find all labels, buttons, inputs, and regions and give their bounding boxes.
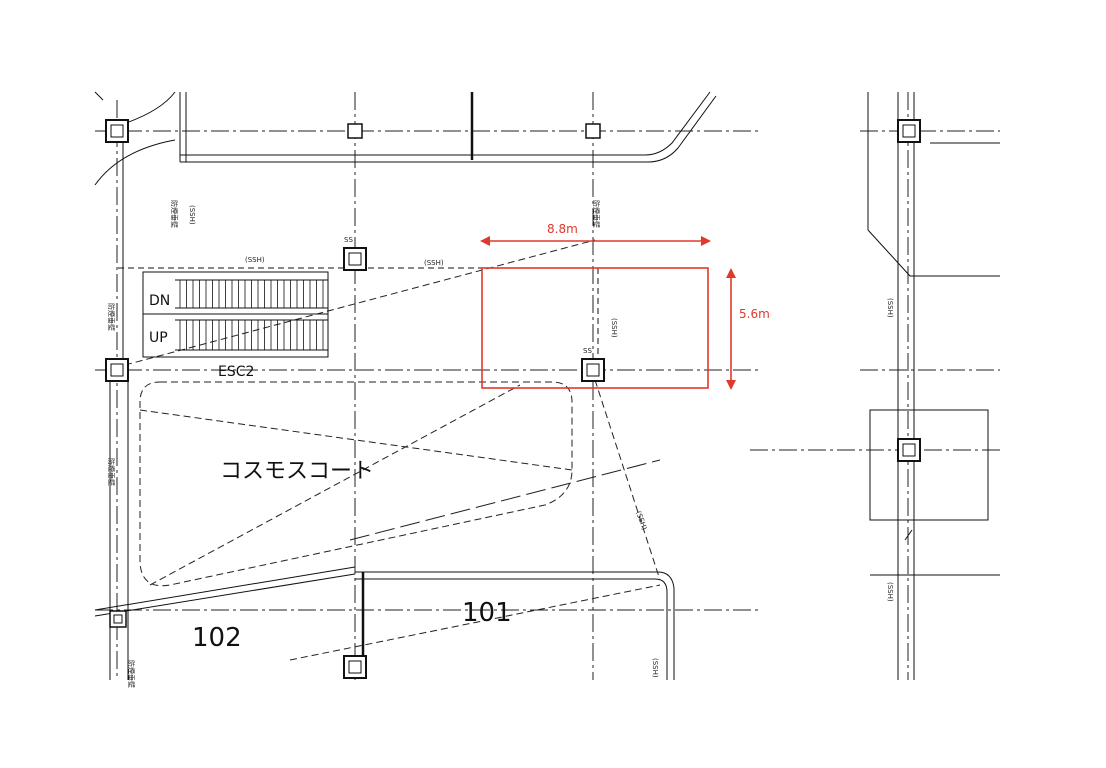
- column-tag-2: SS: [583, 347, 592, 355]
- annotations: SS SS (SSH) (SSH) (SSH) (SSH) (SSH) (SSH…: [107, 200, 894, 688]
- smoke-curtain-label-4: 防煙垂壁: [107, 458, 116, 486]
- smoke-curtain-label-3: 防煙垂壁: [107, 303, 116, 331]
- column-a3: [585, 123, 601, 139]
- escalator-down-label: DN: [149, 293, 170, 309]
- column-a2: [347, 123, 363, 139]
- grid-lines: [95, 92, 1000, 680]
- column-b3: [581, 358, 605, 382]
- columns: [105, 119, 921, 679]
- shutter-label-4: (SSH): [886, 298, 894, 318]
- room-102-label: 102: [192, 623, 242, 653]
- column-d1: [109, 610, 127, 628]
- depth-dimension-arrow: [726, 268, 736, 390]
- column-b1: [105, 358, 129, 382]
- width-dimension-label: 8.8m: [547, 222, 578, 236]
- smoke-curtain-label-2: 防煙垂壁: [592, 200, 601, 228]
- shutter-label-5: (SSH): [886, 582, 894, 602]
- escalator-id-label: ESC2: [218, 364, 254, 380]
- column-a1: [105, 119, 129, 143]
- column-tag-1: SS: [344, 236, 353, 244]
- shutter-label-1: (SSH): [245, 256, 265, 264]
- escalator-up-label: UP: [149, 330, 168, 346]
- shutter-label-6: (SSH): [634, 510, 648, 531]
- column-c4: [897, 438, 921, 462]
- smoke-curtain-label-1: 防煙垂壁: [170, 200, 179, 228]
- walls: [94, 91, 1000, 680]
- smoke-curtain-label-5: 防煙垂壁: [127, 660, 136, 688]
- width-dimension-arrow: [480, 236, 711, 246]
- column-b2: [343, 247, 367, 271]
- highlight-area: 8.8m 5.6m: [480, 222, 770, 390]
- depth-dimension-label: 5.6m: [739, 307, 770, 321]
- shutter-label-8: (SSH): [188, 205, 196, 225]
- column-a4: [897, 119, 921, 143]
- area-name-label: コスモスコート: [220, 459, 374, 484]
- escalator-esc2: DN UP ESC2: [142, 271, 329, 380]
- shutter-label-3: (SSH): [610, 318, 618, 338]
- room-101-label: 101: [462, 598, 512, 628]
- shutter-label-7: (SSH): [651, 658, 659, 678]
- cosmos-court-outline: [124, 239, 661, 661]
- highlight-rectangle: [481, 267, 709, 389]
- column-d2: [343, 655, 367, 679]
- shutter-label-2: (SSH): [424, 259, 444, 267]
